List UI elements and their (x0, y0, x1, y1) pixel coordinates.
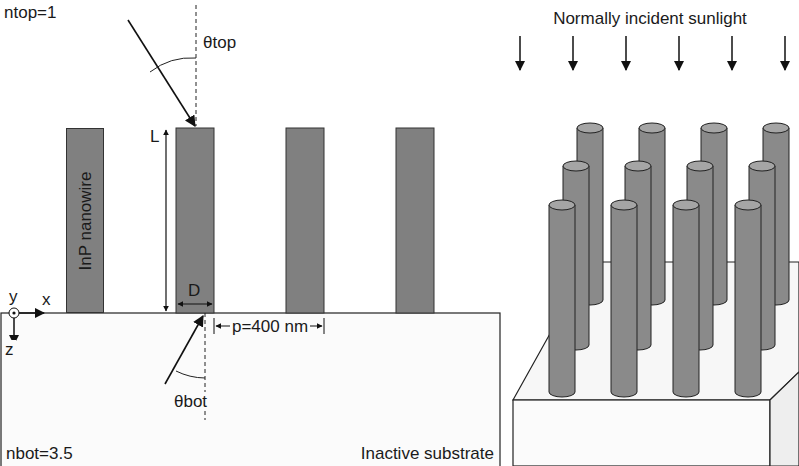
dimension-label: p=400 nm (230, 317, 310, 336)
refractive-index: nbot=3.5 (4, 444, 75, 463)
axis-y (12, 311, 15, 314)
refractive-index: ntop=1 (4, 4, 56, 21)
sunlight-label: Normally incident sunlight (553, 10, 747, 27)
axis-label: z (3, 340, 16, 359)
sunlight-arrows (520, 36, 785, 70)
nanowire (286, 128, 324, 313)
tick (214, 318, 215, 334)
dimension-label: L (150, 128, 159, 145)
axis-label: y (9, 288, 18, 305)
angle-label: θbot (172, 392, 209, 411)
transmitted-ray (165, 316, 203, 384)
angle-label: θtop (203, 34, 236, 51)
axis-x (19, 312, 44, 314)
angle-arc (150, 58, 196, 72)
axis-y (9, 308, 19, 318)
nanowire (396, 128, 434, 313)
dimension-label: D (188, 282, 200, 299)
substrate (1, 313, 500, 466)
axis-label: x (42, 291, 51, 308)
nanowire-label: InP nanowire (77, 171, 94, 270)
incident-ray (128, 20, 195, 126)
nanowire (176, 128, 214, 313)
dimension-line (178, 303, 212, 304)
dimension-line (165, 130, 166, 311)
nanowire-array (549, 123, 789, 397)
substrate-label: Inactive substrate (359, 444, 496, 463)
nanowire-box: InP nanowire (66, 128, 104, 313)
tick (324, 318, 325, 334)
normal-line (196, 5, 197, 126)
angle-arc (176, 371, 205, 378)
